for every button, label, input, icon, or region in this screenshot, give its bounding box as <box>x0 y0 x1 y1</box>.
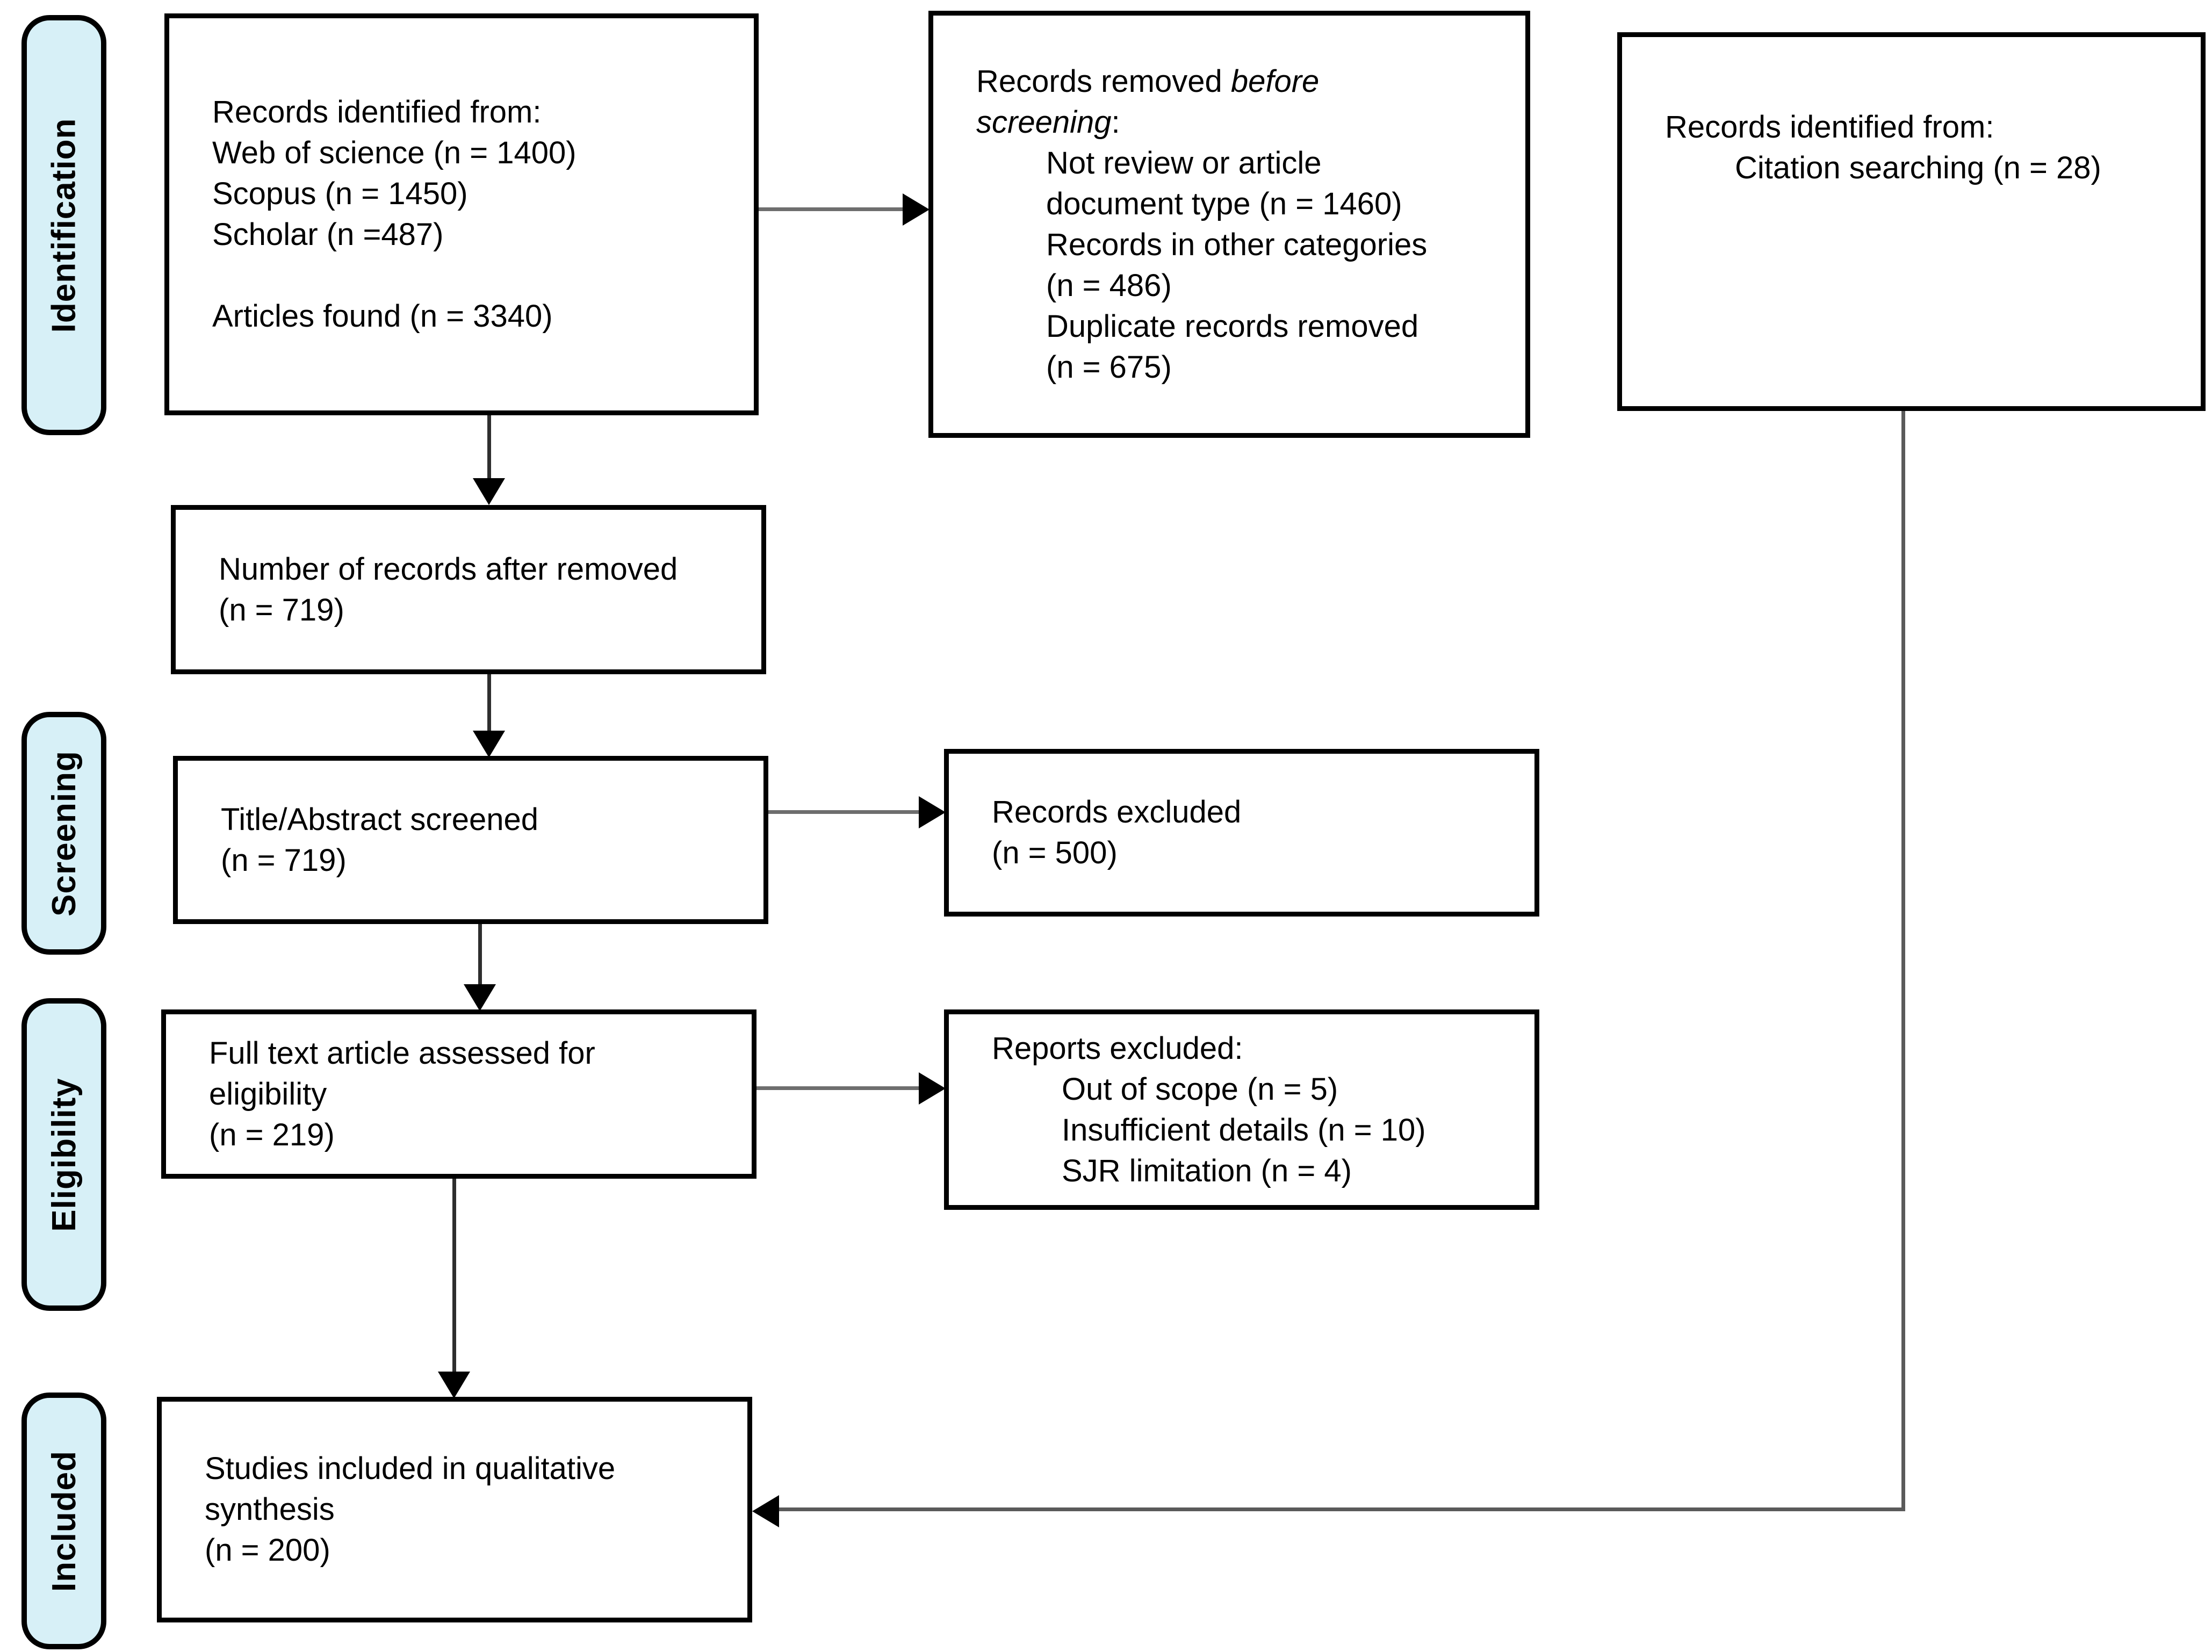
stage-label-eligibility-text: Eligibility <box>45 1077 83 1232</box>
box-citation-records: Records identified from: Citation search… <box>1617 32 2206 411</box>
connector-full-text-to-included <box>452 1179 456 1373</box>
records-removed-heading-suffix: : <box>1111 104 1120 140</box>
records-removed-item2-line1: Records in other categories <box>1046 227 1428 262</box>
records-removed-heading-italic2: screening <box>976 104 1112 140</box>
studies-included-line2: synthesis <box>205 1492 335 1527</box>
connector-screened-to-full-text <box>478 924 482 986</box>
records-removed-item2-line2: (n = 486) <box>1046 268 1172 303</box>
stage-label-identification-text: Identification <box>45 118 83 333</box>
connector-citation-vertical <box>1901 411 1905 1511</box>
full-text-line1: Full text article assessed for <box>209 1035 595 1071</box>
studies-included-count: (n = 200) <box>205 1533 330 1568</box>
connector-screened-to-excluded <box>768 810 920 814</box>
reports-excluded-item3: SJR limitation (n = 4) <box>1062 1153 1352 1188</box>
records-excluded-text: Records excluded <box>992 795 1242 829</box>
connector-full-text-to-reports-excluded <box>756 1086 920 1090</box>
records-identified-heading: Records identified from: <box>212 95 542 129</box>
reports-excluded-item1: Out of scope (n = 5) <box>1062 1071 1338 1107</box>
records-excluded-count: (n = 500) <box>992 835 1118 870</box>
records-identified-scopus: Scopus (n = 1450) <box>212 176 468 211</box>
arrowhead-down-icon <box>464 984 496 1011</box>
box-records-after-removed: Number of records after removed (n = 719… <box>171 505 766 674</box>
box-records-identified: Records identified from: Web of science … <box>164 13 759 415</box>
arrowhead-down-icon <box>473 478 505 505</box>
records-identified-web-of-science: Web of science (n = 1400) <box>212 135 577 170</box>
arrowhead-left-icon <box>752 1495 779 1527</box>
box-records-excluded: Records excluded (n = 500) <box>944 749 1539 917</box>
connector-after-removed-to-screened <box>487 674 491 732</box>
records-identified-scholar: Scholar (n =487) <box>212 217 444 252</box>
arrowhead-down-icon <box>438 1372 470 1398</box>
records-removed-item3-line2: (n = 675) <box>1046 349 1172 385</box>
box-studies-included: Studies included in qualitative synthesi… <box>157 1397 752 1622</box>
box-records-removed: Records removed before screening: Not re… <box>928 11 1530 438</box>
records-removed-item3-line1: Duplicate records removed <box>1046 308 1419 344</box>
title-abstract-text: Title/Abstract screened <box>221 802 538 837</box>
connector-identified-to-after-removed <box>487 415 491 480</box>
title-abstract-count: (n = 719) <box>221 842 347 878</box>
arrowhead-right-icon <box>919 1072 946 1105</box>
box-reports-excluded: Reports excluded: Out of scope (n = 5) I… <box>944 1009 1539 1210</box>
citation-records-heading: Records identified from: <box>1665 110 1994 145</box>
citation-records-citation-searching: Citation searching (n = 28) <box>1735 150 2101 185</box>
stage-label-identification: Identification <box>21 15 106 435</box>
arrowhead-right-icon <box>919 796 946 828</box>
reports-excluded-item2: Insufficient details (n = 10) <box>1062 1112 1426 1148</box>
stage-label-screening: Screening <box>21 712 106 955</box>
connector-identified-to-removed <box>759 207 905 211</box>
arrowhead-down-icon <box>473 731 505 758</box>
full-text-count: (n = 219) <box>209 1117 335 1152</box>
records-removed-heading-prefix: Records removed <box>976 63 1231 99</box>
arrowhead-right-icon <box>903 193 930 226</box>
full-text-line2: eligibility <box>209 1076 327 1112</box>
records-removed-item1-line1: Not review or article <box>1046 145 1322 181</box>
records-removed-heading-line1: Records removed before <box>976 61 1504 102</box>
records-removed-heading-italic1: before <box>1230 63 1320 99</box>
connector-citation-horizontal <box>778 1507 1905 1511</box>
records-after-removed-count: (n = 719) <box>219 592 344 627</box>
box-title-abstract-screened: Title/Abstract screened (n = 719) <box>173 756 768 924</box>
records-removed-heading-line2: screening: <box>976 102 1504 143</box>
records-identified-articles-found: Articles found (n = 3340) <box>212 299 553 334</box>
studies-included-line1: Studies included in qualitative <box>205 1451 616 1486</box>
records-after-removed-text: Number of records after removed <box>219 551 678 587</box>
stage-label-eligibility: Eligibility <box>21 998 106 1311</box>
stage-label-screening-text: Screening <box>45 750 83 917</box>
records-removed-item1-line2: document type (n = 1460) <box>1046 186 1402 221</box>
stage-label-included: Included <box>21 1393 106 1649</box>
reports-excluded-heading: Reports excluded: <box>992 1030 1243 1066</box>
stage-label-included-text: Included <box>45 1450 83 1592</box>
box-full-text-assessed: Full text article assessed for eligibili… <box>161 1009 756 1179</box>
blank-line <box>212 255 732 296</box>
